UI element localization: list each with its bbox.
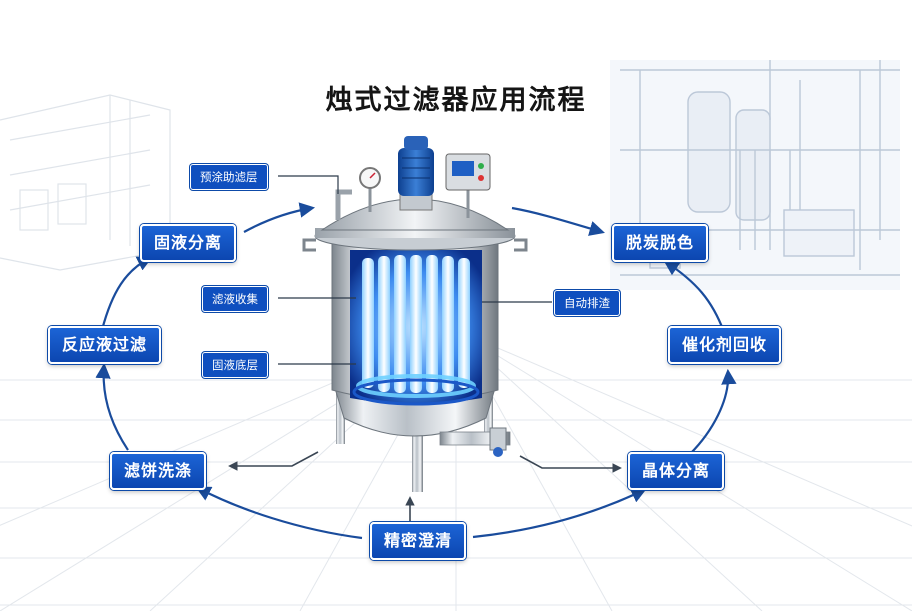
callout-auto-discharge: 自动排渣	[554, 290, 620, 316]
callout-filtrate-collection: 滤液收集	[202, 286, 268, 312]
callout-solid-bottom: 固液底层	[202, 352, 268, 378]
page-title: 烛式过滤器应用流程	[325, 85, 587, 116]
arrow-to-cake-washing	[195, 486, 363, 540]
step-catalyst-recovery: 催化剂回收	[668, 326, 782, 364]
arrow-to-catalyst-recovery	[663, 260, 726, 333]
arrow-to-decarbonization	[511, 206, 605, 236]
vessel-leg	[336, 388, 345, 444]
motor	[398, 148, 434, 196]
step-solid-liquid-separation: 固液分离	[140, 224, 237, 262]
background-plant-left	[0, 94, 171, 271]
callout-leaders	[278, 175, 552, 365]
step-decarbonization-decolorization: 脱炭脱色	[612, 224, 709, 262]
arrow-to-precision-clarification-right	[472, 488, 647, 539]
connector-to-cake-washing	[228, 451, 319, 471]
step-crystal-separation: 晶体分离	[628, 452, 725, 490]
outlet-valve	[493, 447, 503, 457]
vessel-connectors	[228, 451, 622, 522]
filter-candles	[362, 255, 470, 393]
vessel-leg	[412, 430, 423, 492]
arrow-to-solid-liquid-separation	[243, 202, 316, 233]
step-cake-washing: 滤饼洗涤	[110, 452, 207, 490]
step-precision-clarification: 精密澄清	[370, 522, 467, 560]
connector-to-crystal-separation	[519, 455, 622, 473]
motor-base	[399, 193, 433, 211]
vessel-leg	[484, 388, 493, 444]
arrow-to-crystal-separation	[689, 368, 737, 455]
callout-precoat: 预涂助滤层	[190, 164, 268, 190]
arrow-to-solid-liquid-separation-left	[100, 256, 153, 331]
glow-ring	[356, 374, 476, 398]
arrow-to-reaction-liquid-filtration	[95, 362, 129, 451]
step-reaction-liquid-filtration: 反应液过滤	[48, 326, 162, 364]
candle-filter-vessel	[302, 136, 528, 492]
